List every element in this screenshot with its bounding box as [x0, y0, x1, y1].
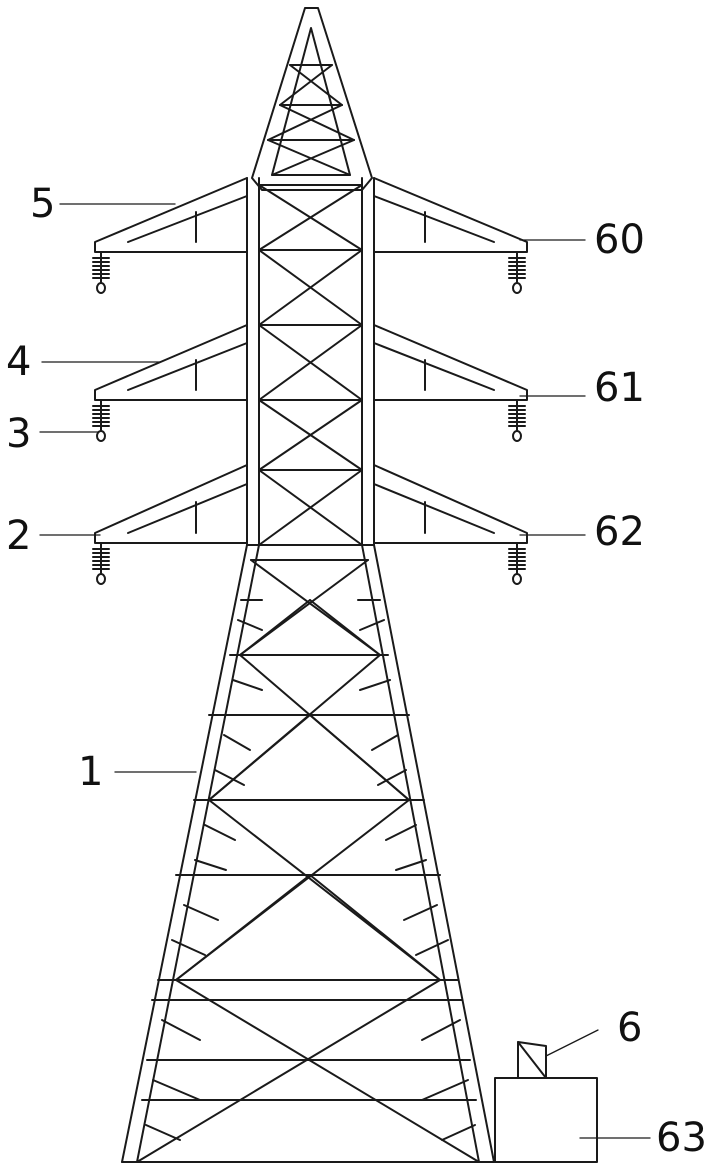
insulator-group: [93, 252, 525, 584]
callout-6: 6: [617, 1008, 642, 1048]
tower-lower-body: [122, 545, 494, 1162]
callout-5: 5: [30, 184, 55, 224]
leader-lines: [40, 204, 650, 1138]
equipment-box-63: [495, 1078, 597, 1162]
tower-peak: [252, 8, 372, 190]
insulator-string: [509, 252, 525, 293]
callout-60: 60: [594, 220, 645, 260]
insulator-string: [509, 400, 525, 441]
insulator-string: [93, 543, 109, 584]
callout-1: 1: [78, 752, 103, 792]
equipment-device-6: [518, 1042, 546, 1078]
insulator-string: [93, 400, 109, 441]
insulator-string: [509, 543, 525, 584]
leader-6: [546, 1030, 598, 1056]
callout-63: 63: [656, 1118, 707, 1158]
callout-2: 2: [6, 516, 31, 556]
callout-4: 4: [6, 342, 31, 382]
callout-62: 62: [594, 512, 645, 552]
callout-61: 61: [594, 368, 645, 408]
callout-3: 3: [6, 414, 31, 454]
cross-arm-bottom: [95, 465, 527, 543]
tower-upper-body: [247, 178, 374, 545]
insulator-string: [93, 252, 109, 293]
